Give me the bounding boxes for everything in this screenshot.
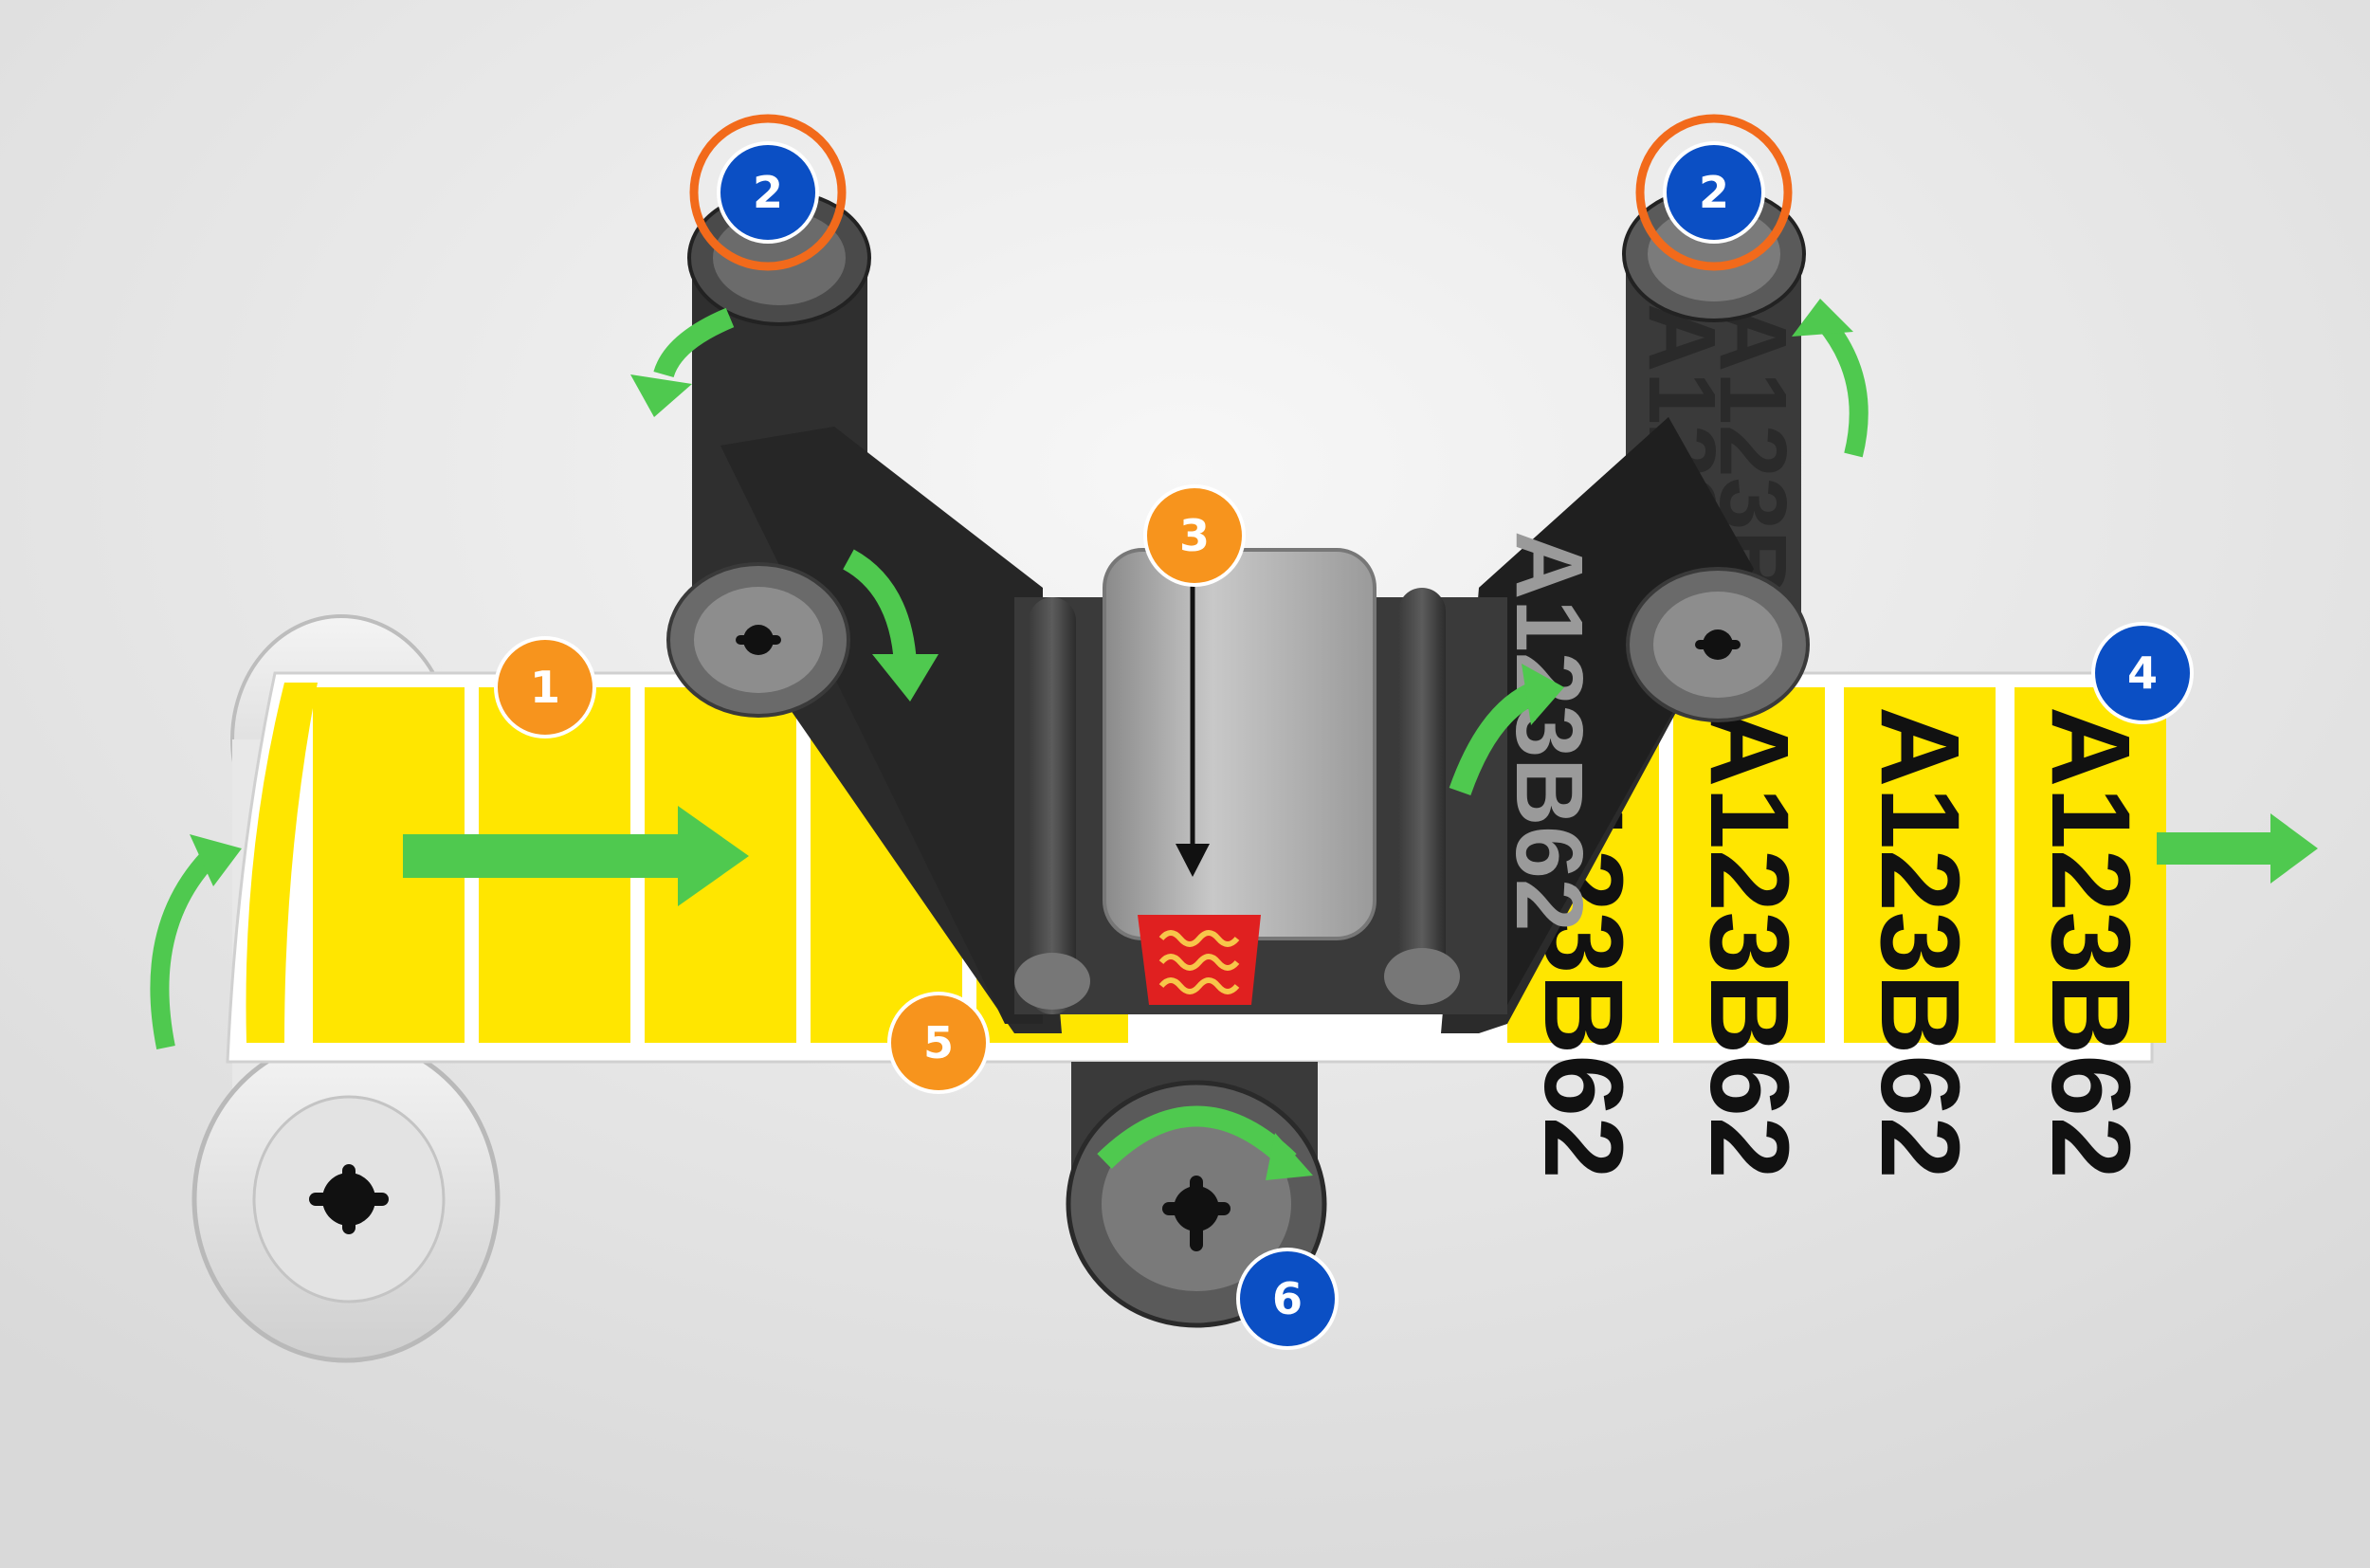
printed-label: A123B62 [1673,687,1825,1179]
printed-label: A123B62 [2014,687,2166,1179]
platen-roller [1066,1062,1327,1328]
callout-number: 2 [1699,167,1729,218]
ribbon-guide-roller-right [1626,567,1810,722]
callout-2b: 2 [1635,114,1793,271]
callout-4: 4 [2091,622,2194,724]
rotation-arrow-icon [1449,664,1564,796]
rotation-arrow-icon [1097,1105,1297,1169]
callout-number: 1 [530,662,560,713]
callout-3: 3 [1143,484,1246,587]
highlight-ring [1635,114,1793,271]
spindle-hub-icon [736,625,781,655]
rotation-arrow-icon [150,834,242,1049]
spindle-hub-icon [1695,629,1741,660]
label-text: A123B62 [2028,706,2153,1179]
callout-number: 3 [1179,510,1210,561]
callout-2a: 2 [689,114,847,271]
flow-arrow-icon [2157,813,2318,884]
callout-number: 5 [923,1017,954,1068]
flow-arrow-icon [403,806,749,906]
ribbon-guide-roller-left [666,562,850,718]
print-head-assembly [1014,548,1507,1014]
print-head [1103,548,1376,940]
highlight-ring [689,114,847,271]
heater-element-icon [1138,915,1261,1005]
label-text: A123B62 [1686,706,1812,1179]
rotation-arrow-icon [842,549,939,702]
callout-number: 6 [1272,1273,1303,1324]
label-text: A123B62 [1857,706,1982,1179]
spindle-hub-icon [1162,1176,1231,1251]
callout-number: 2 [753,167,783,218]
flow-arrows [150,299,2318,1049]
printed-label: A123B62 [1844,687,1996,1179]
callout-5: 5 [887,992,990,1094]
rotation-arrow-icon [630,307,735,417]
callout-6: 6 [1236,1248,1339,1350]
rotation-arrow-icon [1792,299,1869,458]
callouts: 1 2 2 3 4 5 6 [494,114,2194,1350]
ribbon-imprint: A123B62 [1496,531,1602,932]
spindle-hub-icon [309,1164,389,1234]
callout-number: 4 [2127,647,2158,699]
callout-1: 1 [494,636,596,738]
